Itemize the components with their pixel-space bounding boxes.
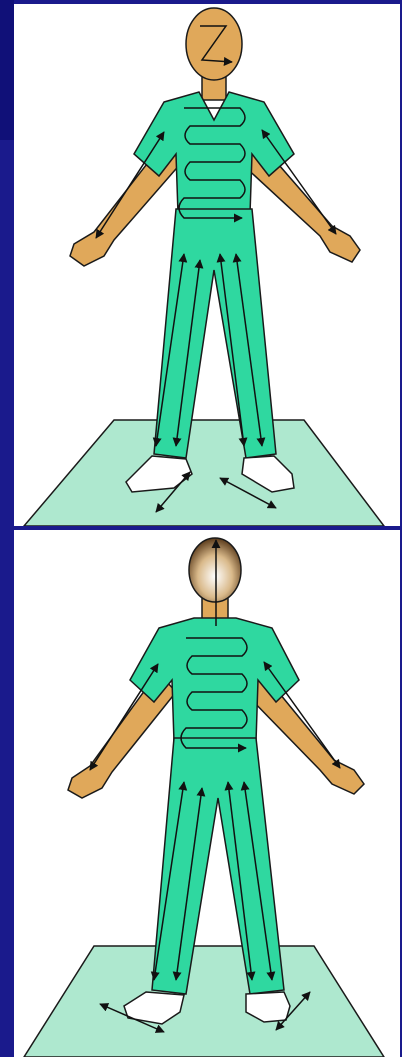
- scrub-top: [134, 92, 294, 214]
- back-view-panel: [14, 530, 400, 1057]
- floor-mat: [24, 420, 384, 526]
- front-view-panel: [14, 4, 400, 526]
- slide-accent-strip: [0, 0, 14, 140]
- head-back: [189, 538, 241, 602]
- front-view-figure: [14, 4, 400, 526]
- back-view-figure: [14, 530, 400, 1057]
- floor-mat: [24, 946, 384, 1057]
- right-arm: [246, 672, 364, 794]
